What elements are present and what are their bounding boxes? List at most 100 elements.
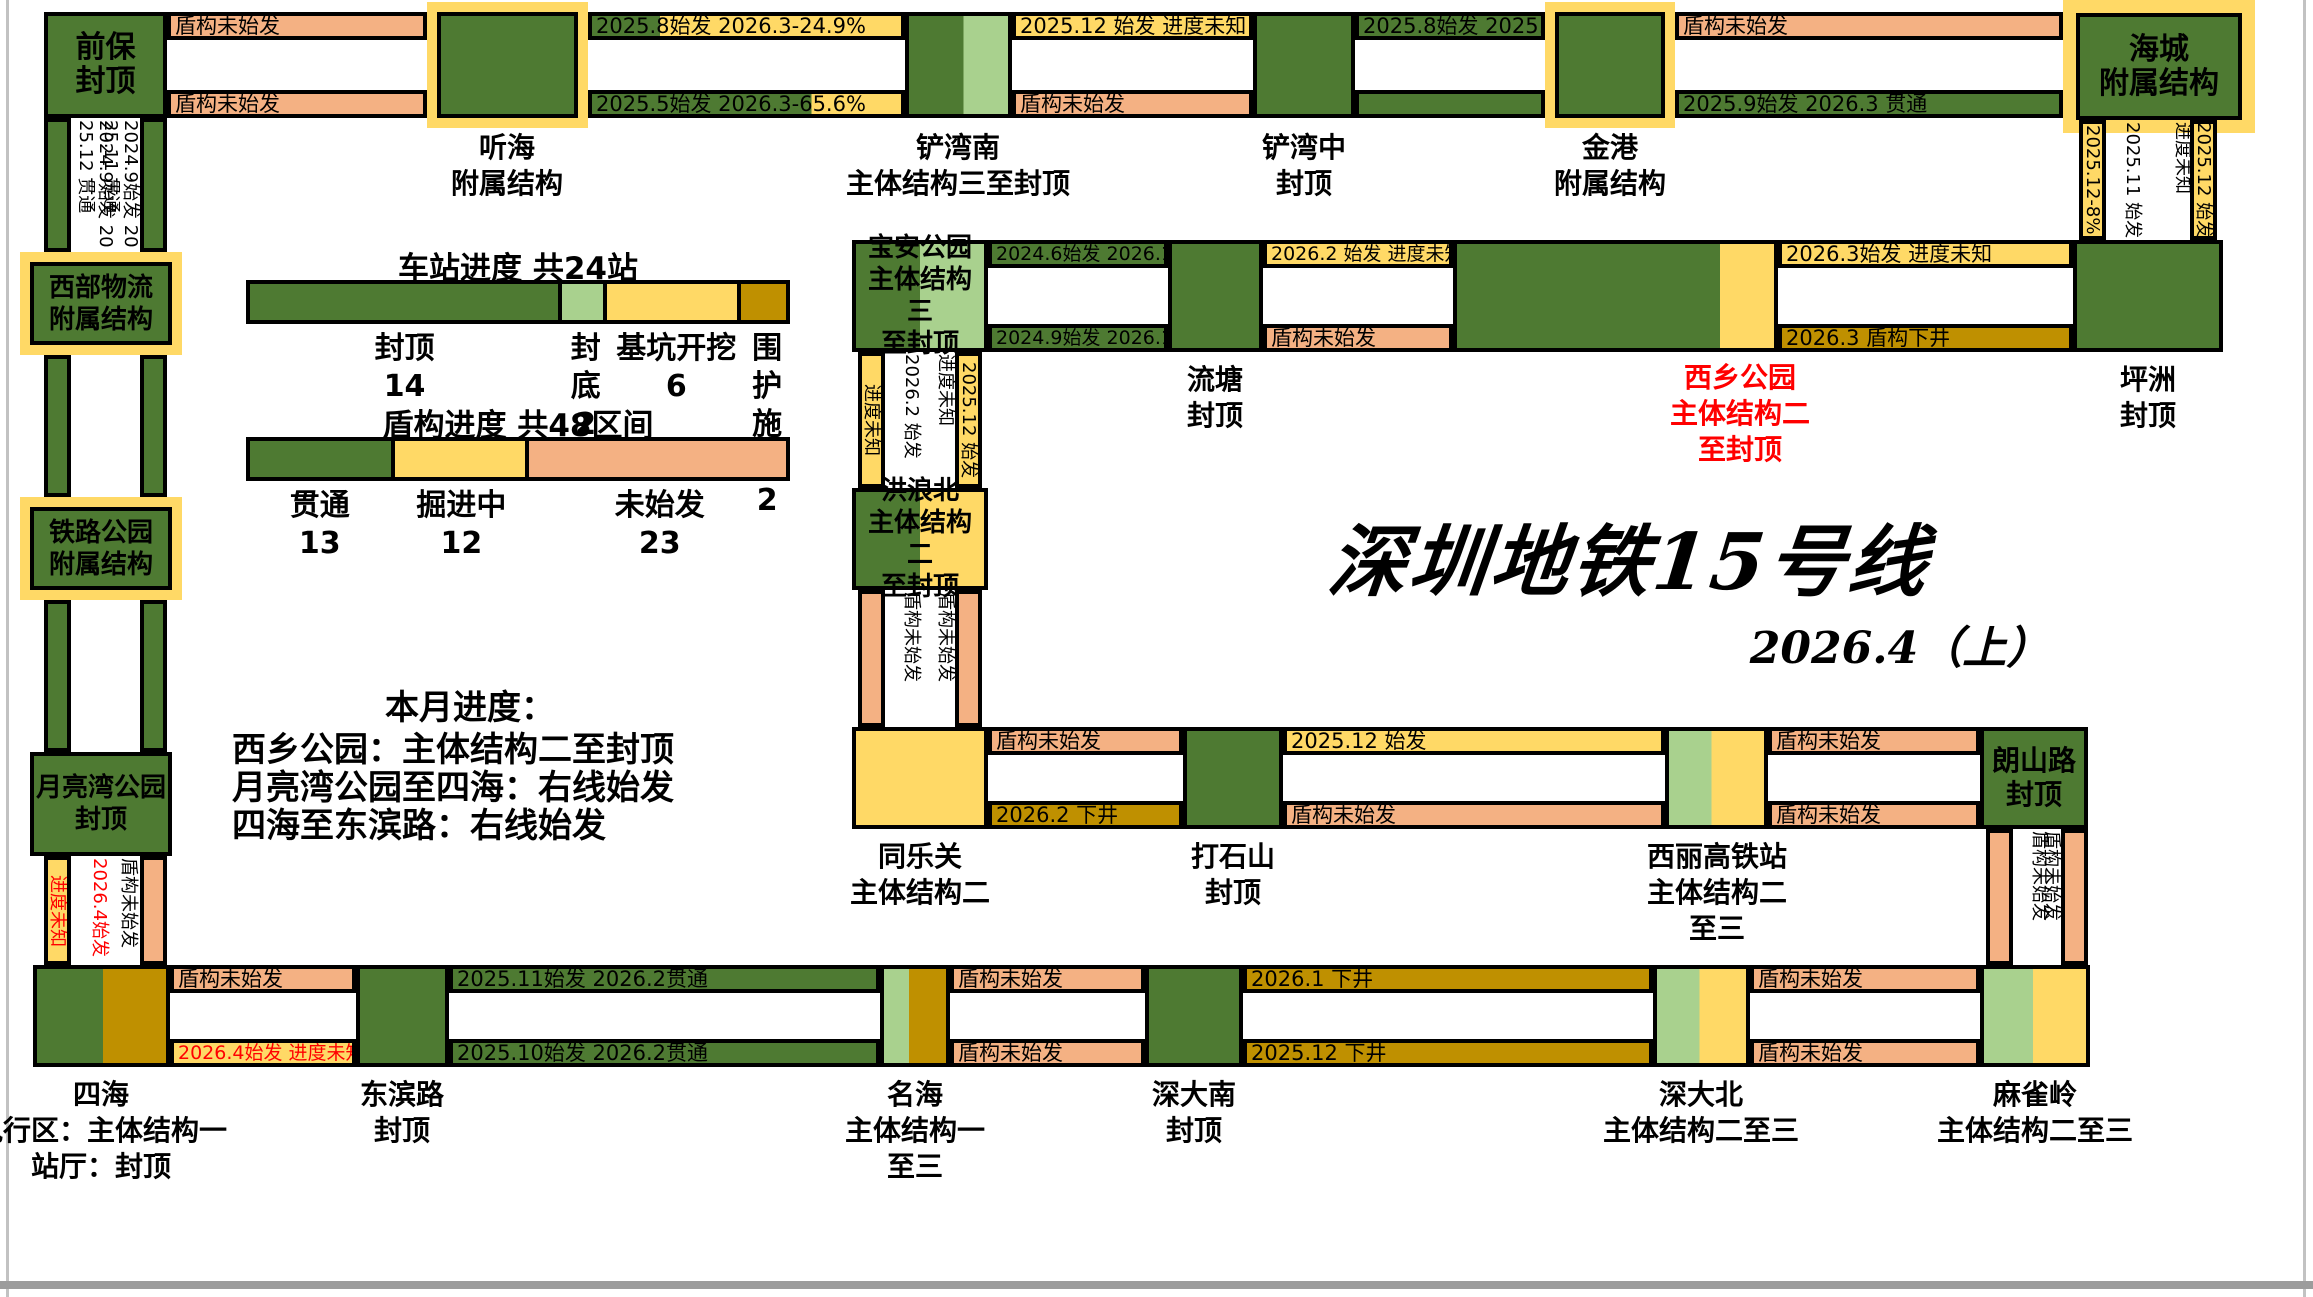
vlabel-baoan-honglangbei-right: 进度未知 [935,354,956,426]
legend-label-text: 未始发 [614,488,705,523]
vtunnel-hc-right-text: 2025.12 始发 [2193,121,2214,239]
station-chanwannan [905,12,1012,118]
station-honglangbei: 洪浪北 主体结构二 至封顶 [852,476,988,602]
page-edge-right [2303,0,2306,1297]
vtunnel-qianbao-xibuwuliu-right [140,118,167,252]
vtunnel-tielu-yueliangwan-left [44,600,71,752]
station-qianbao: 前保 封顶 [44,12,167,118]
tunnel-sihai-dongbinlu-right: 2026.4始发 进度未知 [170,1039,356,1067]
vlabel-yueliangwan-sihai-left: 2026.4始发 [89,858,110,957]
legend-count-text: 6 [665,369,687,404]
vtunnel-baoan-honglangbei-left: 进度未知 [858,352,885,488]
tunnel-baoan-liutang-left: 2024.6始发 2026.1 贯通 [988,240,1168,268]
aux-xibuwuliu: 西部物流 附属结构 [30,262,172,345]
legend-count-text: 2 [575,407,597,442]
label-shendabei: 深大北 主体结构二至三 [1602,1078,1799,1147]
label-chanwannan: 铲湾南 主体结构三至封顶 [845,131,1070,200]
tunnel-shendanan-shendabei-left: 2026.1 下井 [1243,965,1653,993]
legend-stations-bar [246,280,790,324]
legend-label-text: 基坑开挖 [616,331,737,366]
vlabel-langshanlu-maquelin-right: 盾构未始发 [2041,831,2062,921]
tunnel-tinghai-chanwannan-right: 2025.5始发 2026.3-65.6% [588,90,905,118]
legend-count-text: 12 [440,526,483,561]
label-tongleguan: 同乐关 主体结构二 [849,840,990,909]
tunnel-chanwanzhong-jingang-left: 2025.8始发 2025.11 贯通 [1355,12,1545,40]
tunnel-dashishan-xili-right: 盾构未始发 [1283,801,1665,829]
map-title: 深圳地铁15号线 [1324,517,1935,608]
monthly-line-2: 月亮湾公园至四海：右线始发 [232,768,674,808]
legend-count-text: 2 [756,483,778,518]
legend-seg-fengdi [562,284,607,320]
tunnel-xili-langshanlu-left: 盾构未始发 [1768,727,1980,755]
page-edge-left [6,0,9,1297]
tunnel-shendabei-maquelin-right: 盾构未始发 [1750,1039,1980,1067]
tunnel-tongleguan-dashishan-right: 2026.2 下井 [988,801,1183,829]
aux-haicheng: 海城 附属结构 [2076,13,2242,120]
legend-seg-jikengkaiwa [606,284,741,320]
legend-seg-guantong [250,441,396,477]
label-minghai: 名海 主体结构一 至三 [844,1078,985,1183]
tunnel-tinghai-chanwannan-left: 2025.8始发 2026.3-24.9% [588,12,905,40]
vlabel-qianbao-xibuwuliu-right: 2024.9始发 2025.11 贯通 [100,120,141,248]
label-xixianggongyuan: 西乡公园 主体结构二 至封顶 [1669,361,1810,466]
station-langshanlu: 朗山路 封顶 [1980,727,2088,829]
tunnel-xixiang-pingzhou-right: 2026.3 盾构下井 [1778,324,2073,352]
label-xiligaotiezhan: 西丽高铁站 主体结构二 至三 [1646,840,1787,945]
station-xiligaotiezhan [1665,727,1768,829]
station-baoangongyuan: 宝安公园 主体结构三 至封顶 [852,233,988,359]
legend-label-text: 封顶 [374,331,435,366]
label-tinghai: 听海 附属结构 [450,131,563,200]
tunnel-chanwanzhong-jingang-right [1355,90,1545,118]
tunnel-liutang-xixiang-left: 2026.2 始发 进度未知 [1263,240,1453,268]
vtunnel-xibuwuliu-tielu-right [140,355,167,497]
monthly-line-1: 西乡公园：主体结构二至封顶 [232,730,674,770]
tunnel-dashishan-xili-left: 2025.12 始发 [1283,727,1665,755]
tunnel-sihai-dongbinlu-left: 盾构未始发 [170,965,356,993]
aux-tinghai [437,12,578,118]
tunnel-baoan-liutang-right: 2024.9始发 2026.1 贯通 [988,324,1168,352]
vtunnel-tielu-yueliangwan-right [140,600,167,752]
legend-count-text: 23 [638,526,681,561]
tunnel-jingang-haicheng-right: 2025.9始发 2026.3 贯通 [1675,90,2063,118]
station-yueliangwangongyuan: 月亮湾公园 封顶 [30,752,172,856]
label-pingzhou: 坪洲 封顶 [2119,363,2176,432]
vtunnel-langshanlu-maquelin-right [2061,829,2088,965]
vtunnel-ylw-left-text: 进度未知 [47,874,68,947]
vtunnel-baoan-honglangbei-right: 2025.12 始发 [955,352,982,488]
station-maquelin [1980,965,2090,1067]
tunnel-shendabei-maquelin-left: 盾构未始发 [1750,965,1980,993]
label-maquelin: 麻雀岭 主体结构二至三 [1936,1078,2133,1147]
tunnel-dongbinlu-minghai-right: 2025.10始发 2026.2贯通 [449,1039,880,1067]
label-jingang: 金港 附属结构 [1553,131,1666,200]
monthly-heading: 本月进度： [385,688,555,728]
tunnel-shendanan-shendabei-right: 2025.12 下井 [1243,1039,1653,1067]
vtunnel-honglangbei-tongleguan-left [858,590,885,727]
station-dashishan [1183,727,1283,829]
legend-seg-weishifa [529,441,786,477]
label-dongbinlu: 东滨路 封顶 [359,1078,444,1147]
tunnel-xili-langshanlu-right: 盾构未始发 [1768,801,1980,829]
station-minghai [880,965,950,1067]
vtunnel-honglangbei-tongleguan-right [955,590,982,727]
vlabel-honglangbei-tongleguan-left: 盾构未始发 [901,592,922,682]
vtunnel-yueliangwan-sihai-right [140,856,167,965]
vlabel-haicheng-pingzhou-right: 进度未知 [2172,122,2193,194]
station-pingzhou [2073,240,2223,352]
station-xixianggongyuan [1453,240,1778,352]
aux-jingang [1555,12,1665,118]
label-shendanan: 深大南 封顶 [1151,1078,1236,1147]
label-chanwanzhong: 铲湾中 封顶 [1261,131,1346,200]
vlabel-haicheng-pingzhou-left: 2025.11 始发 [2122,122,2143,239]
vtunnel-hc-left-text: 2025.12-8% [2082,125,2103,235]
tunnel-minghai-shendanan-right: 盾构未始发 [950,1039,1145,1067]
legend-seg-juejinzhong [395,441,530,477]
vtunnel-langshanlu-maquelin-left [1986,829,2013,965]
